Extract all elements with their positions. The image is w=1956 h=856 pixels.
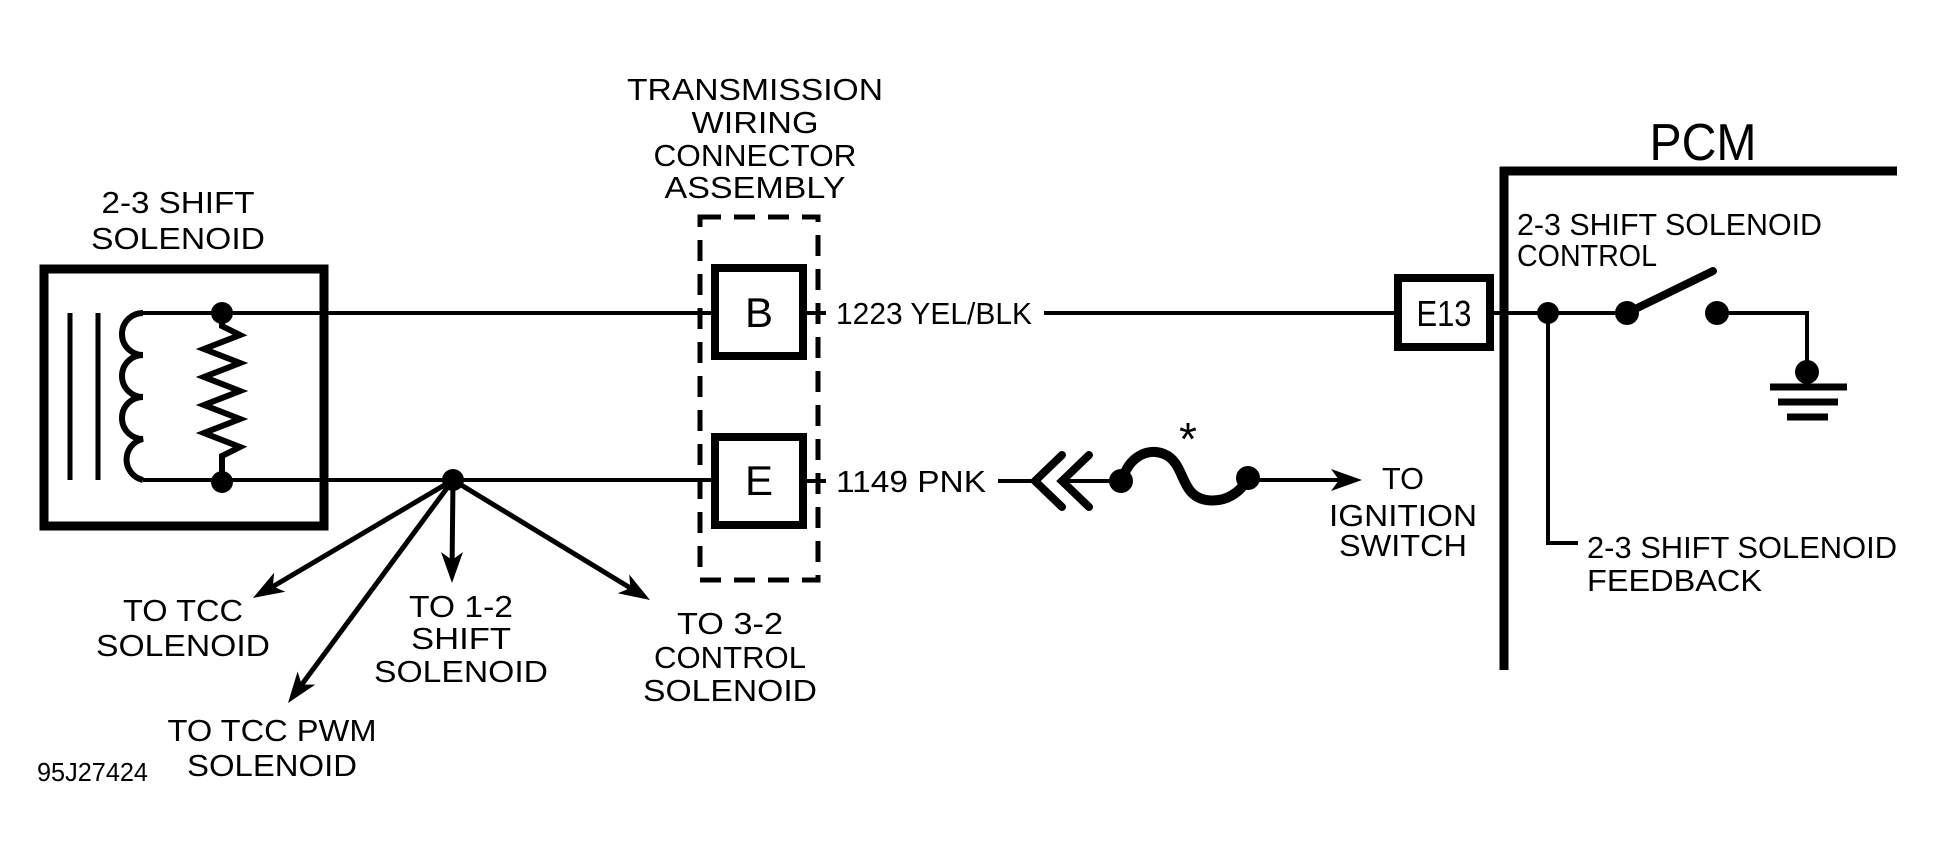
switch-blade <box>1623 267 1717 317</box>
terminal-e-label: E <box>745 457 773 504</box>
pcm-terminal-e13-label: E13 <box>1417 293 1472 334</box>
solenoid-title-line1: 2-3 SHIFT <box>102 185 255 220</box>
pcm-module: PCM 2-3 SHIFT SOLENOID CONTROL E13 2-3 S… <box>1394 114 1897 670</box>
transmission-connector-assembly: TRANSMISSION WIRING CONNECTOR ASSEMBLY B… <box>627 72 883 583</box>
connector-title-line3: CONNECTOR <box>654 138 857 173</box>
branch-arrowhead-1-2-shift <box>441 552 463 583</box>
pcm-feedback-label-line2: FEEDBACK <box>1587 563 1762 598</box>
continuation-chevron-icon <box>1056 451 1093 511</box>
feedback-tap-line <box>1546 313 1578 545</box>
branch-arrowhead-tcc <box>253 572 286 598</box>
ignition-label-line1: TO <box>1382 461 1424 496</box>
control-wire-label: 1223 YEL/BLK <box>836 296 1032 331</box>
branch-arrowhead-3-2-control <box>617 574 650 600</box>
tcc-pwm-label-line2: SOLENOID <box>187 748 357 783</box>
splice-squiggle-symbol <box>1118 446 1253 506</box>
solenoid-title-line2: SOLENOID <box>91 221 265 256</box>
ignition-arrowhead <box>1331 469 1362 491</box>
tcc-pwm-label-line1: TO TCC PWM <box>168 713 377 748</box>
continuation-chevron-icon <box>1029 451 1066 511</box>
ignition-label-line2: IGNITION <box>1329 498 1477 533</box>
solenoid-coil-symbol <box>119 310 144 483</box>
shift12-label-line2: SHIFT <box>411 621 511 656</box>
branch-line-1-2-shift <box>449 479 456 573</box>
control32-label-line2: CONTROL <box>654 640 806 675</box>
connector-title-line4: ASSEMBLY <box>665 170 846 205</box>
wire-switch-to-ground <box>1717 311 1809 372</box>
splice-branch-arrows: TO TCC SOLENOID TO TCC PWM SOLENOID TO 1… <box>96 477 817 783</box>
shift12-label-line3: SOLENOID <box>374 654 548 689</box>
connector-title-line1: TRANSMISSION <box>627 72 883 107</box>
branch-line-tcc <box>265 477 455 593</box>
ignition-label-line3: SWITCH <box>1339 528 1467 563</box>
figure-id: 95J27424 <box>37 757 148 787</box>
branch-line-tcc-pwm <box>294 478 456 693</box>
tcc-label-line1: TO TCC <box>123 593 243 628</box>
terminal-b-label: B <box>745 289 773 336</box>
shift-solenoid-component: 2-3 SHIFT SOLENOID <box>39 185 329 531</box>
control-wire-circuit: 1223 YEL/BLK <box>803 296 1398 331</box>
splice-asterisk-marker: * <box>1179 413 1197 465</box>
control32-label-line1: TO 3-2 <box>677 606 783 641</box>
ignition-feed-circuit: 1149 PNK * TO IGNITION SWITCH <box>803 413 1477 563</box>
solenoid-outline-box <box>39 264 329 531</box>
ground-icon <box>1770 383 1847 421</box>
tcc-label-line2: SOLENOID <box>96 628 270 663</box>
shift12-label-line1: TO 1-2 <box>409 589 513 624</box>
ground-connection-dot <box>1795 360 1819 384</box>
connector-title-line2: WIRING <box>692 105 819 140</box>
control32-label-line3: SOLENOID <box>643 673 817 708</box>
pcm-control-label-line2: CONTROL <box>1517 238 1657 273</box>
branch-arrowhead-tcc-pwm <box>288 671 316 703</box>
pcm-control-label-line1: 2-3 SHIFT SOLENOID <box>1517 207 1822 242</box>
pcm-title: PCM <box>1650 114 1757 172</box>
branch-line-3-2-control <box>451 477 639 595</box>
ignition-wire-label: 1149 PNK <box>836 464 986 499</box>
pcm-feedback-label-line1: 2-3 SHIFT SOLENOID <box>1587 530 1897 565</box>
solenoid-resistor-symbol <box>195 313 249 482</box>
